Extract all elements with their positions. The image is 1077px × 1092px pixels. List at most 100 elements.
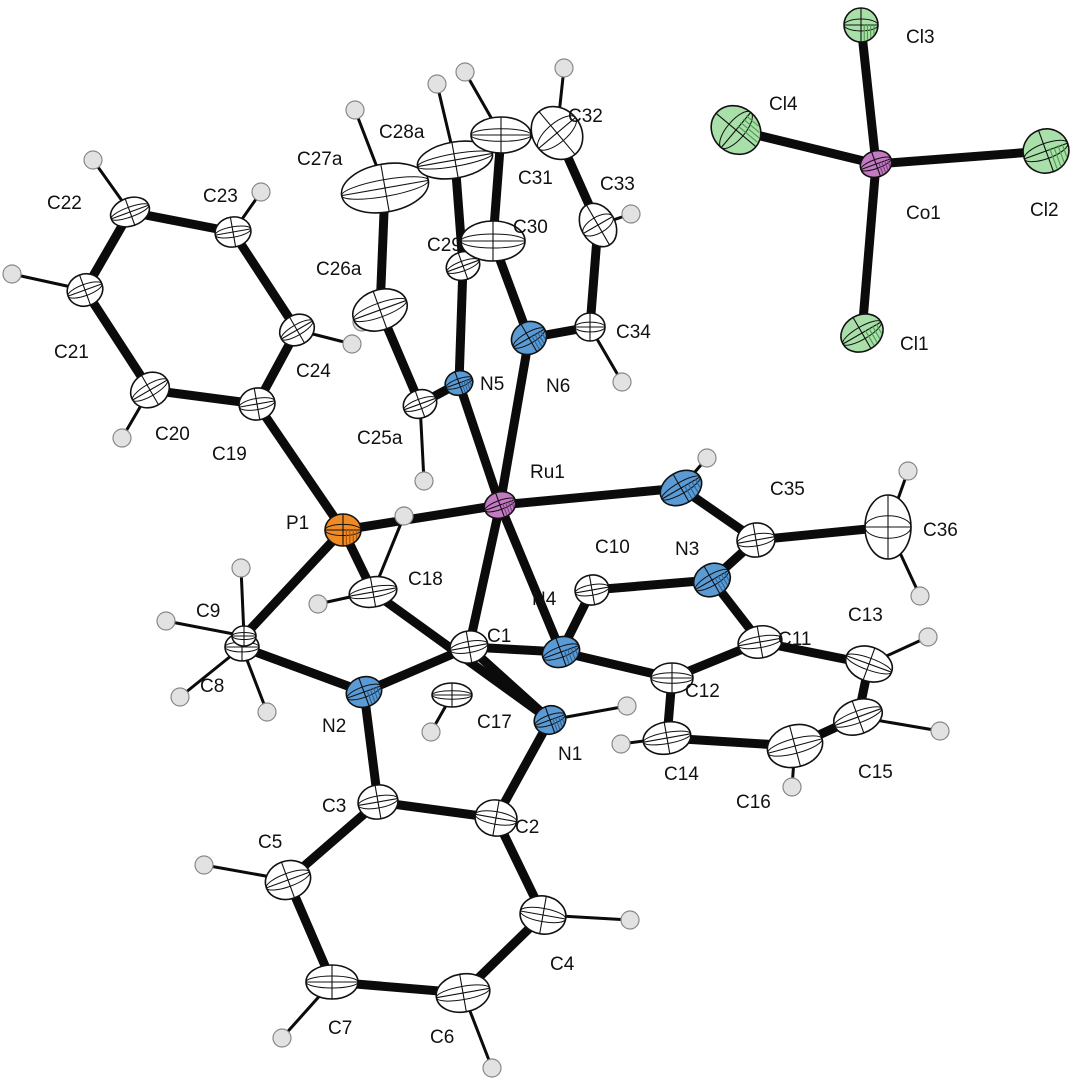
ellipsoid-axis [305, 975, 359, 989]
ellipsoid-axis [534, 712, 566, 728]
ellipsoid-axis [460, 233, 526, 249]
ellipsoid-axis [542, 643, 580, 661]
atom-label-P1: P1 [286, 513, 309, 534]
ellipsoid-hatch [886, 159, 891, 167]
ellipsoid-hatch [539, 330, 546, 340]
atom-Co1 [859, 149, 893, 179]
ellipsoid-hatch [563, 649, 570, 665]
atom-label-N2: N2 [322, 716, 346, 737]
atom-Cl2 [1022, 128, 1070, 174]
ellipsoid-hatch [1053, 146, 1062, 167]
ellipsoid-axis [465, 631, 473, 663]
atom-label-C33: C33 [600, 174, 635, 195]
atom-C21 [66, 272, 104, 308]
ellipsoid-axis [555, 637, 567, 667]
atom-label-C14: C14 [664, 764, 699, 785]
atom-label-C10: C10 [595, 537, 630, 558]
atom-Ru1 [483, 490, 517, 520]
hydrogen-atom-icon [455, 62, 475, 82]
atom-label-C11: C11 [778, 629, 811, 650]
ellipsoid-axis [767, 735, 823, 757]
ellipsoid-axis [862, 647, 876, 681]
bond-Ru1-N4 [495, 500, 566, 657]
atom-P1 [324, 513, 362, 547]
atom-C1 [449, 630, 489, 664]
ellipsoid-axis [231, 632, 257, 640]
hydrogen-atom-icon [421, 722, 441, 742]
ellipsoid-axis [348, 584, 398, 600]
hydrogen-atom-icon [427, 74, 447, 94]
atom-C13 [844, 645, 894, 683]
atom-label-C30: C30 [513, 217, 548, 238]
ellipsoid-axis [537, 115, 577, 151]
atom-C26a [352, 288, 408, 332]
ellipsoid-axis [519, 906, 567, 924]
ellipsoid-axis [871, 151, 881, 177]
ellipsoid-hatch [570, 647, 576, 660]
atom-label-C5: C5 [258, 832, 282, 853]
ellipsoid-axis [719, 110, 753, 150]
atom-C17 [431, 682, 473, 708]
hydrogen-atoms [2, 58, 950, 1078]
atom-N3 [692, 562, 732, 598]
atom-C12 [650, 662, 694, 694]
atom-C36 [864, 494, 912, 560]
ellipsoid-hatch [372, 687, 379, 700]
atom-label-C24: C24 [296, 361, 331, 382]
ellipsoid-hatch [534, 333, 543, 347]
ellipsoid-axis [544, 706, 556, 734]
hydrogen-atom-icon [2, 264, 22, 284]
ellipsoid-hatch [690, 480, 699, 493]
atom-C11 [737, 624, 783, 660]
atom-label-C32: C32 [568, 106, 603, 127]
atom-label-C28a: C28a [379, 122, 425, 143]
atom-C5 [264, 859, 312, 901]
hydrogen-atom-icon [194, 855, 214, 875]
ellipsoid-axis [752, 523, 760, 557]
ellipsoid-axis [67, 281, 103, 299]
hydrogen-atom-icon [257, 702, 277, 722]
ellipsoid-hatch [880, 161, 887, 173]
atom-label-C17: C17 [477, 712, 512, 733]
atom-C14 [642, 720, 692, 756]
bond-Ru1-P1 [338, 500, 505, 535]
bond-P1-C19 [252, 399, 348, 535]
atom-C29 [445, 250, 481, 282]
atom-C3 [357, 784, 399, 820]
atom-label-C23: C23 [203, 186, 238, 207]
ellipsoid-axis [715, 112, 757, 148]
ellipsoid-hatch [510, 500, 515, 508]
ellipsoid-axis [833, 706, 883, 728]
ellipsoid-hatch [1061, 143, 1068, 157]
ellipsoid-hatch [875, 323, 883, 334]
atom-C7 [305, 964, 359, 1000]
bond-Co1-Cl2 [871, 146, 1051, 169]
ellipsoid-hatch [463, 380, 469, 392]
hydrogen-atom-icon [782, 777, 802, 797]
atom-label-C29: C29 [427, 235, 462, 256]
ellipsoid-axis [574, 583, 610, 597]
atom-label-C34: C34 [616, 322, 651, 343]
atom-label-C12: C12 [685, 681, 720, 702]
hydrogen-atom-icon [112, 428, 132, 448]
ellipsoid-hatch [554, 717, 561, 730]
ellipsoid-axis [446, 258, 480, 274]
ellipsoid-axis [253, 388, 261, 420]
ellipsoid-axis [512, 327, 546, 349]
ellipsoid-axis [214, 225, 252, 239]
ellipsoid-axis [353, 297, 407, 323]
ellipsoid-hatch [745, 115, 759, 127]
atom-C33 [578, 202, 618, 248]
atom-label-Cl4: Cl4 [769, 94, 798, 115]
ellipsoid-axis [474, 810, 518, 826]
hydrogen-atom-icon [414, 471, 434, 491]
ellipsoid-axis [372, 291, 388, 329]
atom-label-C20: C20 [155, 424, 190, 445]
ellipsoid-axis [495, 492, 505, 518]
ellipsoid-hatch [376, 686, 381, 696]
atom-label-N1: N1 [558, 744, 582, 765]
atom-label-C16: C16 [736, 792, 771, 813]
atom-C18 [348, 575, 398, 609]
ellipsoid-hatch [552, 718, 558, 732]
ellipsoid-hatch [720, 573, 728, 586]
